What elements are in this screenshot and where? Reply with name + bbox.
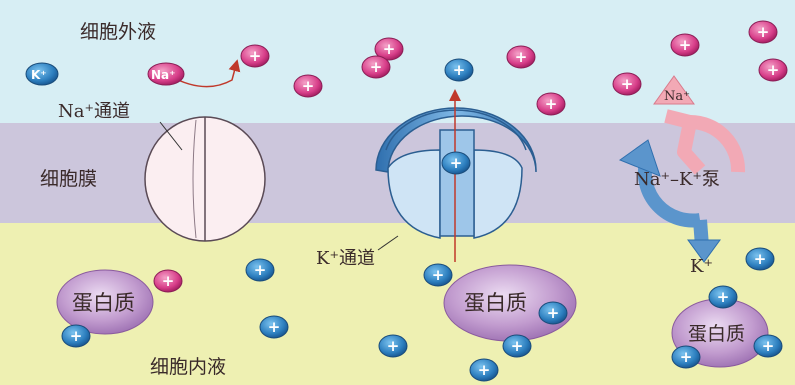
sodium-channel <box>144 116 266 242</box>
svg-text:+: + <box>680 348 693 366</box>
sodium-ion: + <box>293 74 323 98</box>
sodium-ion: + <box>748 20 778 44</box>
svg-text:+: + <box>717 288 730 306</box>
svg-text:+: + <box>621 75 634 93</box>
pump-label: Na⁺–K⁺泵 <box>634 169 720 190</box>
svg-text:+: + <box>767 61 780 79</box>
sodium-ion: + <box>361 55 391 79</box>
svg-text:+: + <box>754 250 767 268</box>
potassium-ion: + <box>423 263 453 287</box>
potassium-ion: + <box>444 58 474 82</box>
membrane-label: 细胞膜 <box>40 168 97 190</box>
sodium-ion: + <box>506 45 536 69</box>
svg-text:+: + <box>383 40 396 58</box>
sodium-ion: + <box>374 37 404 61</box>
svg-text:+: + <box>511 337 524 355</box>
svg-text:+: + <box>545 95 558 113</box>
sodium-ion: + <box>240 44 270 68</box>
svg-text:+: + <box>432 266 445 284</box>
intracellular-label: 细胞内液 <box>150 356 226 378</box>
potassium-ion: + <box>378 334 408 358</box>
svg-text:+: + <box>515 48 528 66</box>
potassium-ion: + <box>61 324 91 348</box>
sodium-ion: + <box>670 33 700 57</box>
pump-k-label: K⁺ <box>690 256 713 277</box>
svg-text:+: + <box>162 272 175 290</box>
sodium-channel-pointer <box>159 121 183 151</box>
potassium-ion: + <box>469 358 499 382</box>
potassium-ion: + <box>538 301 568 325</box>
potassium-ion: + <box>671 345 701 369</box>
sodium-channel-label: Na⁺通道 <box>58 101 130 122</box>
ions: + + + + + + + + + + + + + + + + + + + + + + + + + <box>61 20 788 382</box>
protein-middle: 蛋白质 <box>443 264 577 342</box>
sodium-ion: + <box>612 72 642 96</box>
svg-text:蛋白质: 蛋白质 <box>688 323 745 345</box>
potassium-ion: + <box>745 247 775 271</box>
svg-text:Na⁺: Na⁺ <box>151 68 175 82</box>
svg-text:蛋白质: 蛋白质 <box>464 291 527 315</box>
svg-text:+: + <box>70 327 83 345</box>
svg-text:+: + <box>679 36 692 54</box>
potassium-ion: + <box>502 334 532 358</box>
svg-text:+: + <box>547 304 560 322</box>
potassium-ion: + <box>245 258 275 282</box>
svg-text:+: + <box>249 47 262 65</box>
svg-text:+: + <box>387 337 400 355</box>
svg-text:+: + <box>254 261 267 279</box>
potassium-ion: + <box>708 285 738 309</box>
svg-text:+: + <box>302 77 315 95</box>
potassium-ion: + <box>753 334 783 358</box>
svg-text:+: + <box>268 318 281 336</box>
svg-text:+: + <box>450 154 463 172</box>
extracellular-label: 细胞外液 <box>80 21 156 43</box>
sodium-ion: + <box>536 92 566 116</box>
svg-text:+: + <box>757 23 770 41</box>
potassium-ion: + <box>441 151 471 175</box>
sodium-potassium-pump <box>618 75 746 263</box>
potassium-ion: + <box>259 315 289 339</box>
sodium-ion: + <box>153 269 183 293</box>
svg-text:蛋白质: 蛋白质 <box>72 291 135 315</box>
svg-text:K⁺: K⁺ <box>31 68 47 82</box>
svg-text:+: + <box>478 361 491 379</box>
svg-text:+: + <box>453 61 466 79</box>
potassium-channel-label: K⁺通道 <box>316 248 375 269</box>
potassium-channel-pointer <box>377 235 399 251</box>
sodium-ion: + <box>758 58 788 82</box>
protein-left: 蛋白质 <box>56 269 154 335</box>
potassium-channel <box>375 107 537 239</box>
svg-text:+: + <box>762 337 775 355</box>
potassium-ion-labeled: K⁺ <box>25 62 59 86</box>
pump-na-label: Na⁺ <box>664 89 690 104</box>
svg-text:+: + <box>370 58 383 76</box>
sodium-ion-labeled: Na⁺ <box>147 62 185 86</box>
